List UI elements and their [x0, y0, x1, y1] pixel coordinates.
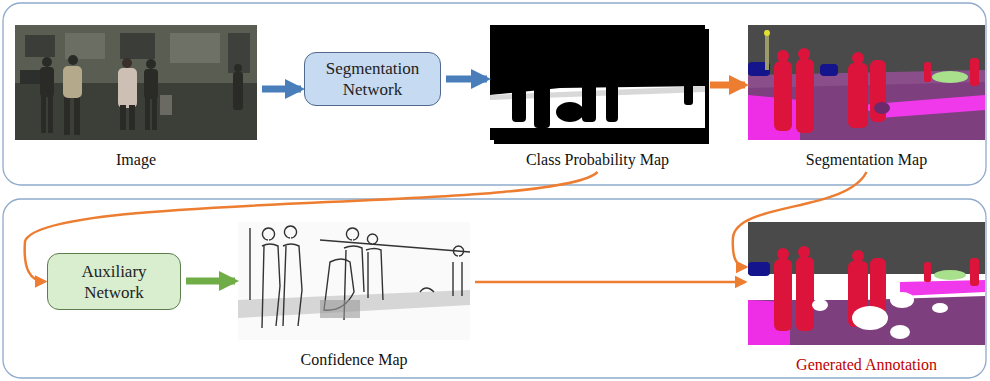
generated-annotation [748, 222, 985, 345]
box-label: Auxiliary Network [56, 261, 172, 303]
caption: Image [15, 150, 257, 169]
flow-arrow [733, 172, 867, 267]
caption: Class Probability Map [490, 150, 705, 169]
caption: Confidence Map [238, 350, 470, 369]
box-label: Segmentation Network [313, 58, 432, 100]
process-box: Segmentation Network [304, 52, 441, 106]
caption: Segmentation Map [748, 150, 985, 169]
image-node: Class Probability Map [490, 25, 705, 169]
flow-arrow [262, 86, 301, 93]
segmentation-map [748, 25, 985, 140]
street-photo [15, 25, 257, 140]
flow-arrow [186, 278, 235, 285]
top-panel [3, 3, 986, 185]
image-node: Segmentation Map [748, 25, 985, 169]
flow-arrow [446, 76, 487, 83]
flow-arrow [475, 281, 745, 284]
image-node: Confidence Map [238, 222, 470, 369]
process-box: Auxiliary Network [47, 253, 181, 310]
flow-arrow [710, 82, 745, 89]
image-node: Image [15, 25, 257, 169]
confidence-map [238, 222, 470, 340]
bottom-panel [3, 199, 986, 378]
image-node: Generated Annotation [748, 222, 985, 374]
probability-map [490, 25, 709, 144]
caption: Generated Annotation [748, 355, 985, 374]
